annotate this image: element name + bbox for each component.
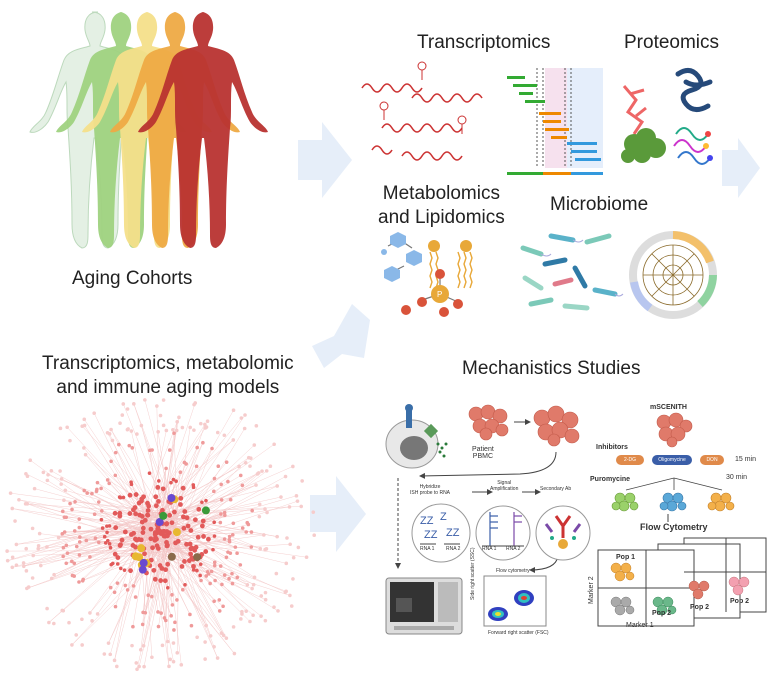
hybridize-label: Hybridize ISH probe to RNA — [410, 484, 451, 496]
flow-plot-title: Flow cytometry — [496, 568, 530, 574]
cell-signaling-icon — [385, 404, 448, 469]
pbmc-cluster-icon — [468, 404, 509, 441]
network-nodes — [5, 398, 317, 672]
drug-don-pill: DON — [700, 455, 724, 465]
mechanistics-title: Mechanistics Studies — [462, 358, 641, 379]
aging-network-graph — [5, 398, 317, 672]
transcriptomics-title: Transcriptomics — [417, 32, 551, 53]
metabolomics-title: Metabolomics and Lipidomics — [378, 183, 505, 228]
microbiome-title: Microbiome — [550, 194, 649, 215]
pop1-label: Pop 1 — [616, 554, 636, 561]
pop2-label: Pop 2 — [730, 598, 750, 605]
treated-cell-clusters-icon — [611, 477, 735, 512]
mscenith-title: mSCENITH — [650, 404, 687, 411]
svg-text:ZZ: ZZ — [424, 529, 438, 541]
svg-text:ZZ: ZZ — [446, 527, 460, 539]
rna2-label: RNA 2 — [506, 546, 521, 552]
marker2-axis-label: Marker 2 — [588, 576, 595, 604]
ish-probe-circle: ZZ Z ZZ ZZ — [411, 503, 471, 563]
mscenith-cell-cluster-icon — [656, 412, 693, 448]
rna2-label: RNA 2 — [446, 546, 461, 552]
flow-scatter-plot — [483, 575, 547, 627]
drug-2dg-pill: 2-DG — [616, 455, 644, 465]
phylogenetic-tree-icon — [629, 231, 717, 319]
time-15-label: 15 min — [735, 456, 757, 463]
protein-structures-icon — [621, 68, 713, 165]
proteomics-title: Proteomics — [624, 32, 720, 53]
puromycine-label: Puromycine — [590, 476, 631, 483]
svg-text:P: P — [437, 290, 442, 299]
flow-cytometer-machine-icon — [385, 577, 463, 635]
flow-cytometry-title: Flow Cytometry — [640, 522, 708, 532]
aging-cohorts-title: Aging Cohorts — [72, 268, 193, 289]
secondary-ab-label: Secondary Ab — [540, 486, 572, 492]
svg-text:ZZ: ZZ — [420, 515, 434, 527]
patient-pbmc-label: Patient PBMC — [472, 446, 494, 460]
gene-track-icon — [507, 68, 603, 175]
flow-gating-panels — [597, 537, 767, 627]
signal-amplification-circle — [475, 505, 531, 561]
signal-amplification-label: Signal Amplification — [490, 480, 519, 492]
pop2-label: Pop 2 — [690, 604, 710, 611]
bacteria-icon — [520, 233, 624, 311]
metabolite-structures-icon: P — [381, 232, 473, 317]
flow-y-axis-label: Side right scatter (SSC) — [470, 547, 476, 600]
rna-strands-icon — [361, 61, 483, 161]
rna1-label: RNA 1 — [420, 546, 435, 552]
marker1-axis-label: Marker 1 — [626, 622, 654, 629]
svg-text:Z: Z — [440, 511, 447, 523]
models-title: Transcriptomics, metabolomic and immune … — [42, 353, 294, 398]
inhibitors-label: Inhibitors — [596, 444, 628, 451]
time-30-label: 30 min — [726, 474, 748, 481]
flow-x-axis-label: Forward right scatter (FSC) — [488, 630, 549, 636]
rna1-label: RNA 1 — [482, 546, 497, 552]
human-figure — [138, 12, 268, 248]
drug-oligomycine-pill: Oligomycine — [652, 455, 692, 465]
pbmc-cluster-icon — [533, 405, 580, 447]
pop2-label: Pop 2 — [652, 610, 672, 617]
secondary-antibody-circle — [535, 505, 591, 561]
